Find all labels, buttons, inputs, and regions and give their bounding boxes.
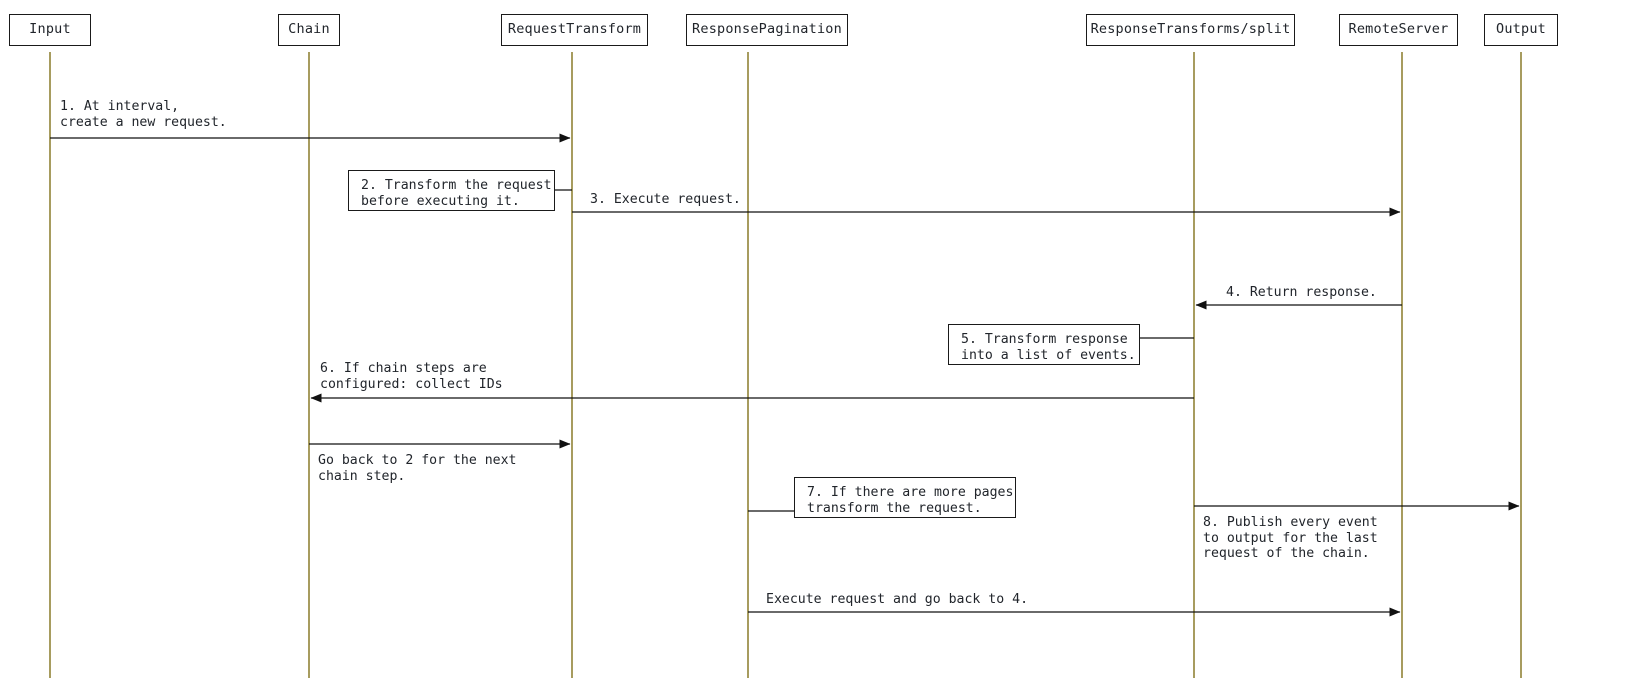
message-label-m1: 1. At interval,create a new request.	[60, 99, 227, 130]
participant-restrans[interactable]: ResponseTransforms/split	[1086, 14, 1295, 46]
participant-label: Input	[29, 21, 71, 38]
note-line: 7. If there are more pages	[807, 485, 1014, 500]
participant-remote[interactable]: RemoteServer	[1339, 14, 1458, 46]
lifelines-group	[49, 52, 1522, 678]
message-label-line: 6. If chain steps are	[320, 361, 487, 376]
message-label-line: chain step.	[318, 468, 406, 484]
participant-chain[interactable]: Chain	[278, 14, 340, 46]
participant-respage[interactable]: ResponsePagination	[686, 14, 848, 46]
participant-output[interactable]: Output	[1484, 14, 1558, 46]
participant-reqtrans[interactable]: RequestTransform	[501, 14, 648, 46]
note-line: 5. Transform response	[961, 332, 1128, 347]
message-label-line: 1. At interval,	[60, 99, 180, 114]
participant-label: RequestTransform	[507, 21, 642, 38]
participant-label: Chain	[288, 21, 330, 38]
note-connectors-group	[555, 189, 1194, 512]
participant-label: ResponseTransforms/split	[1090, 21, 1291, 38]
message-label-line: 8. Publish every event	[1203, 515, 1378, 530]
message-label-line: 3. Execute request.	[590, 192, 741, 207]
participant-label: Output	[1496, 21, 1546, 38]
message-label-line: Execute request and go back to 4.	[766, 592, 1029, 607]
message-label-line: Go back to 2 for the next	[318, 453, 517, 468]
note-line: 2. Transform the request	[361, 178, 552, 193]
message-label-line: configured: collect IDs	[320, 376, 503, 392]
message-label-line: create a new request.	[60, 114, 227, 130]
message-label-line: 4. Return response.	[1226, 285, 1377, 300]
participant-input[interactable]: Input	[9, 14, 91, 46]
note-line: transform the request.	[807, 500, 982, 516]
participant-label: ResponsePagination	[692, 21, 842, 38]
participant-label: RemoteServer	[1348, 21, 1449, 38]
message-label-m4: 4. Return response.	[1226, 285, 1377, 301]
note-line: into a list of events.	[961, 347, 1136, 363]
message-arrows-group	[50, 133, 1520, 617]
message-label-line: to output for the last	[1203, 530, 1378, 546]
message-label-m_exec_goback4: Execute request and go back to 4.	[766, 592, 1028, 608]
message-label-m3: 3. Execute request.	[590, 192, 741, 208]
note-line: before executing it.	[361, 193, 520, 209]
message-label-line: request of the chain.	[1203, 546, 1370, 562]
